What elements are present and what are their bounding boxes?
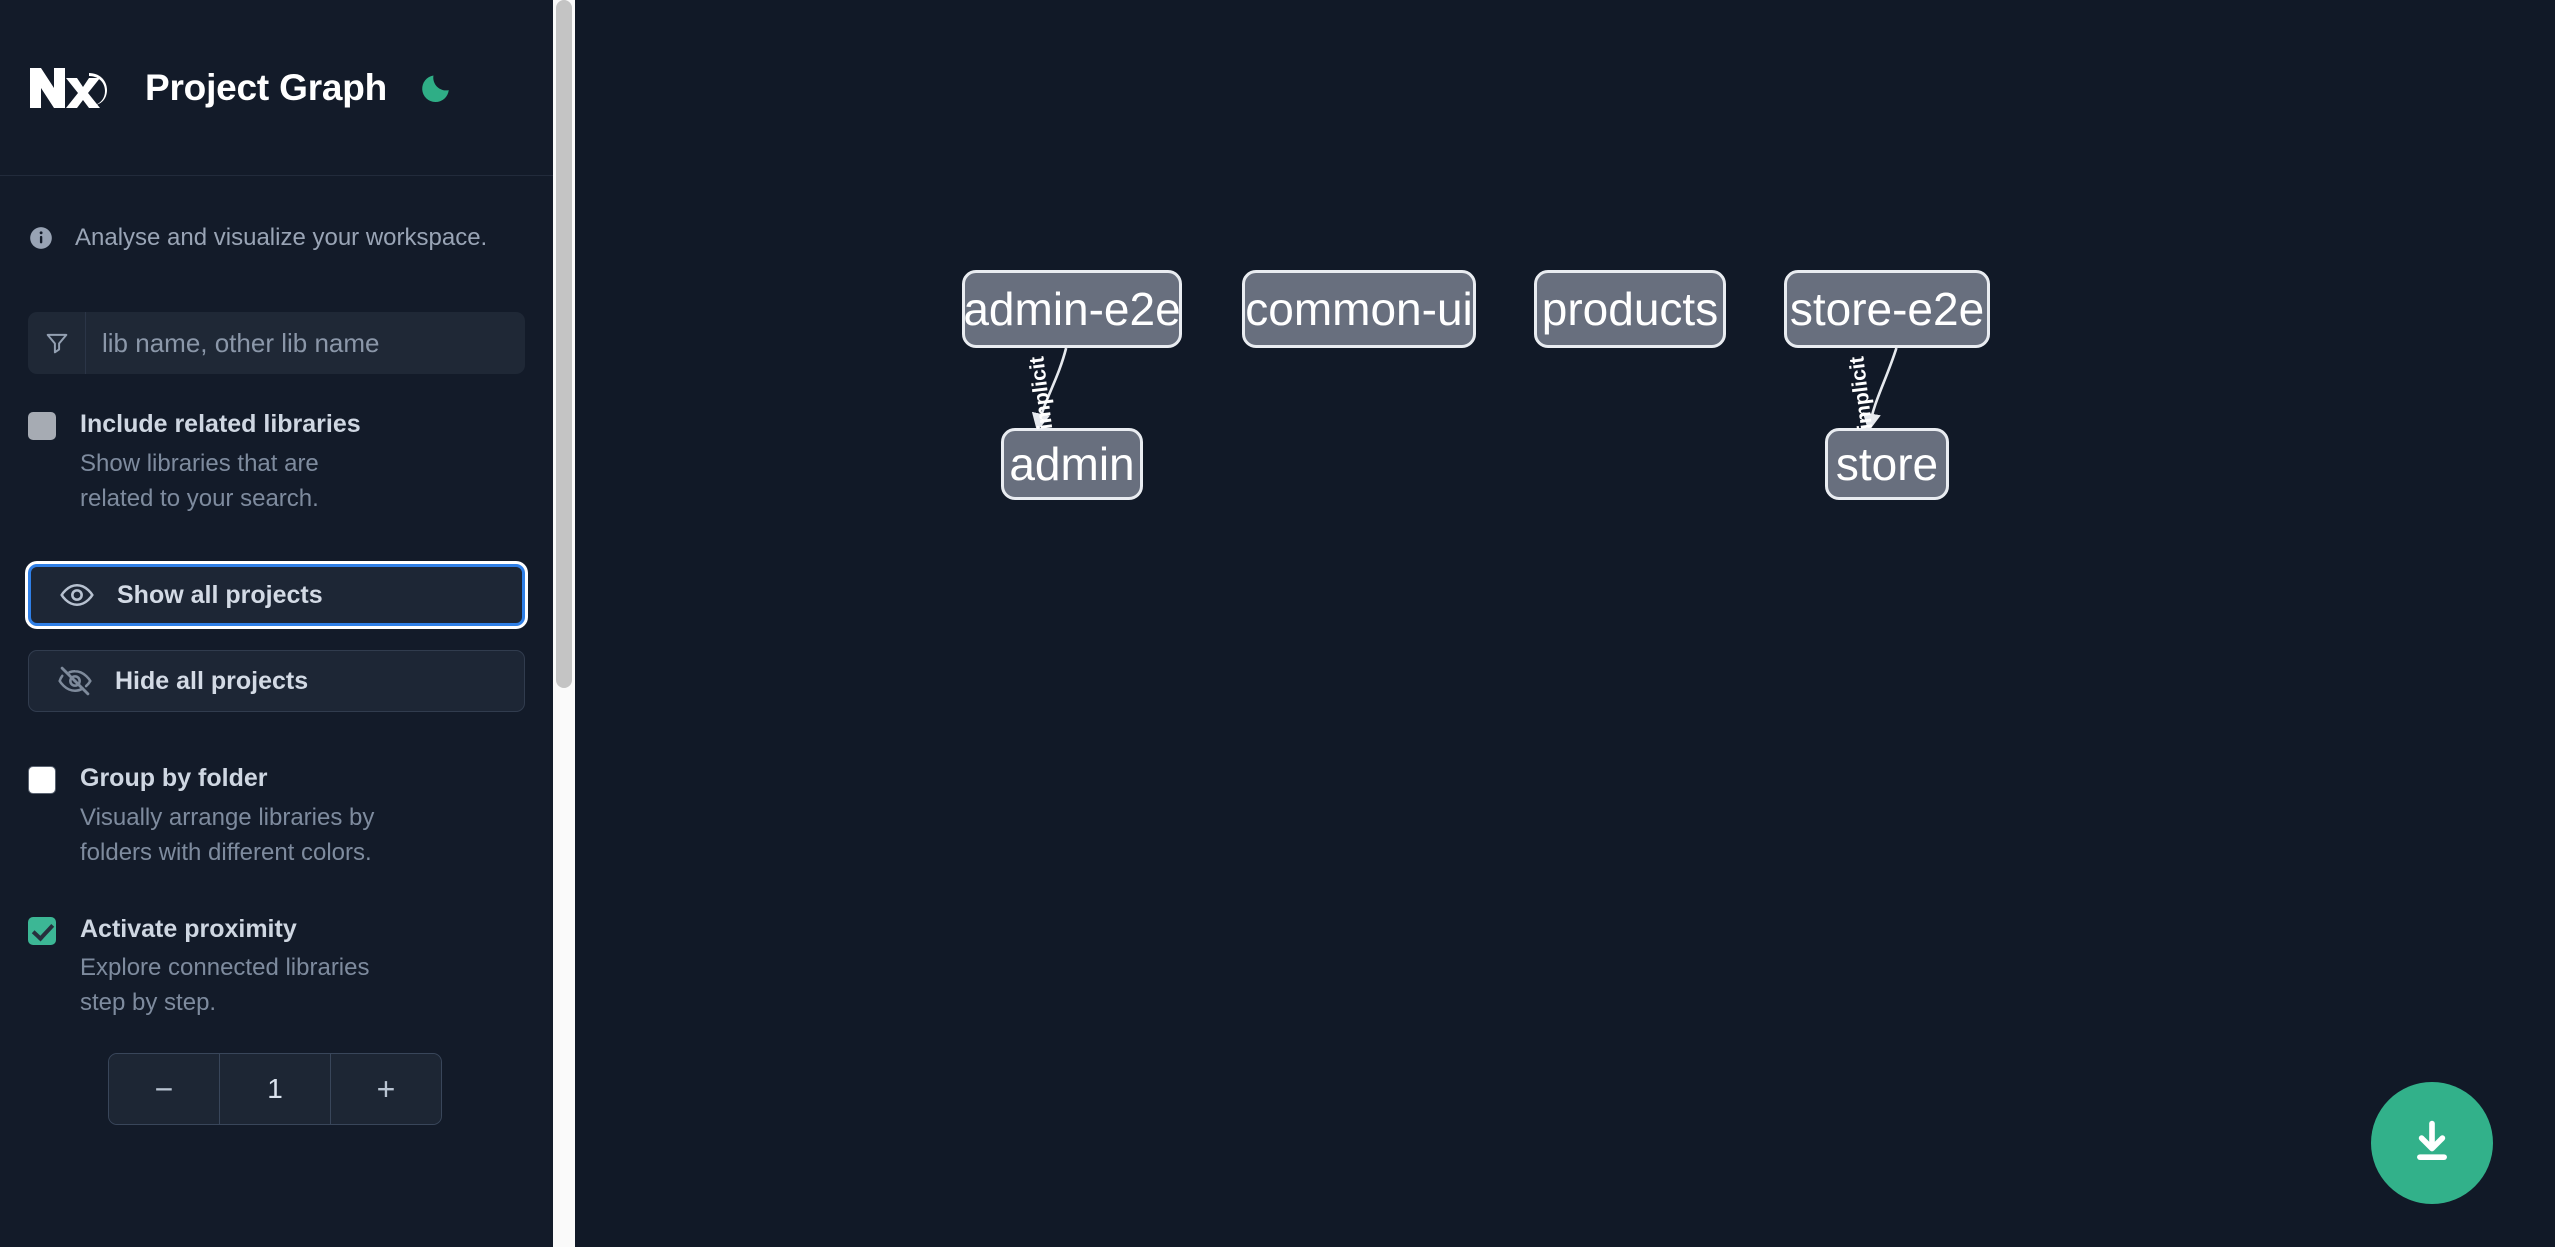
graph-node-label: common-ui (1245, 283, 1473, 335)
option-label: Include related libraries (80, 410, 361, 438)
graph-node-label: store (1835, 438, 1939, 490)
include-related-libraries-checkbox[interactable] (28, 412, 56, 440)
tagline-text: Analyse and visualize your workspace. (75, 224, 488, 251)
graph-node-label: store-e2e (1789, 283, 1985, 335)
search-box[interactable] (28, 312, 525, 374)
tagline: Analyse and visualize your workspace. (0, 176, 553, 252)
graph-node-common-ui[interactable]: common-ui (1242, 270, 1476, 348)
download-graph-button[interactable] (2371, 1082, 2493, 1204)
hide-all-projects-button[interactable]: Hide all projects (28, 650, 525, 713)
activate-proximity-checkbox[interactable] (28, 916, 56, 945)
graph-edges (1031, 347, 1898, 432)
show-all-projects-label: Show all projects (117, 580, 323, 609)
search-input[interactable] (86, 312, 525, 374)
option-include-related-libraries[interactable]: Include related libraries Show libraries… (0, 408, 553, 516)
option-label: Activate proximity (80, 914, 297, 943)
option-label: Group by folder (80, 764, 268, 793)
download-icon (2406, 1116, 2458, 1171)
graph-node-label: admin (1009, 438, 1135, 490)
graph-node-admin-e2e[interactable]: admin-e2e (962, 270, 1182, 348)
option-activate-proximity[interactable]: Activate proximity Explore connected lib… (0, 913, 553, 1021)
sidebar-body: Analyse and visualize your workspace. In… (0, 176, 553, 1126)
graph-node-store-e2e[interactable]: store-e2e (1784, 270, 1990, 348)
graph-node-store[interactable]: store (1825, 428, 1949, 500)
edge-admin-e2e-to-admin (1031, 347, 1068, 432)
visibility-button-group: Show all projects Hide all projects (0, 564, 553, 713)
proximity-increment-button[interactable]: + (330, 1054, 441, 1125)
hide-all-projects-label: Hide all projects (115, 666, 309, 695)
option-text: Activate proximity Explore connected lib… (80, 913, 380, 1021)
graph-canvas[interactable]: admin-e2e common-ui products store-e2e a… (553, 0, 2555, 1247)
eye-icon (59, 577, 95, 613)
group-by-folder-checkbox[interactable] (28, 766, 56, 795)
option-group-by-folder[interactable]: Group by folder Visually arrange librari… (0, 762, 553, 870)
graph-node-label: products (1541, 283, 1719, 335)
proximity-value: 1 (267, 1073, 283, 1105)
option-text: Include related libraries Show libraries… (80, 408, 380, 516)
proximity-decrement-button[interactable]: − (109, 1054, 220, 1125)
graph-node-admin[interactable]: admin (1001, 428, 1143, 500)
edge-store-e2e-to-store (1862, 347, 1898, 432)
info-icon (28, 225, 54, 251)
moon-icon[interactable] (417, 69, 455, 107)
eye-slash-icon (57, 663, 93, 699)
sidebar-header: Project Graph (0, 0, 553, 176)
nx-logo-icon (27, 60, 119, 116)
option-description: Show libraries that are related to your … (80, 449, 319, 512)
proximity-stepper[interactable]: − 1 + (108, 1053, 442, 1126)
option-description: Visually arrange libraries by folders wi… (80, 804, 375, 866)
graph-node-label: admin-e2e (963, 283, 1181, 335)
sidebar: Project Graph Analyse and visualize your… (0, 0, 553, 1247)
option-description: Explore connected libraries step by step… (80, 954, 370, 1017)
filter-icon (28, 312, 86, 374)
page-title: Project Graph (145, 66, 388, 108)
graph-node-products[interactable]: products (1534, 270, 1726, 348)
option-text: Group by folder Visually arrange librari… (80, 762, 380, 870)
sidebar-scrollbar-thumb[interactable] (556, 0, 572, 688)
sidebar-scrollbar[interactable] (553, 0, 575, 1247)
show-all-projects-button[interactable]: Show all projects (28, 564, 525, 627)
